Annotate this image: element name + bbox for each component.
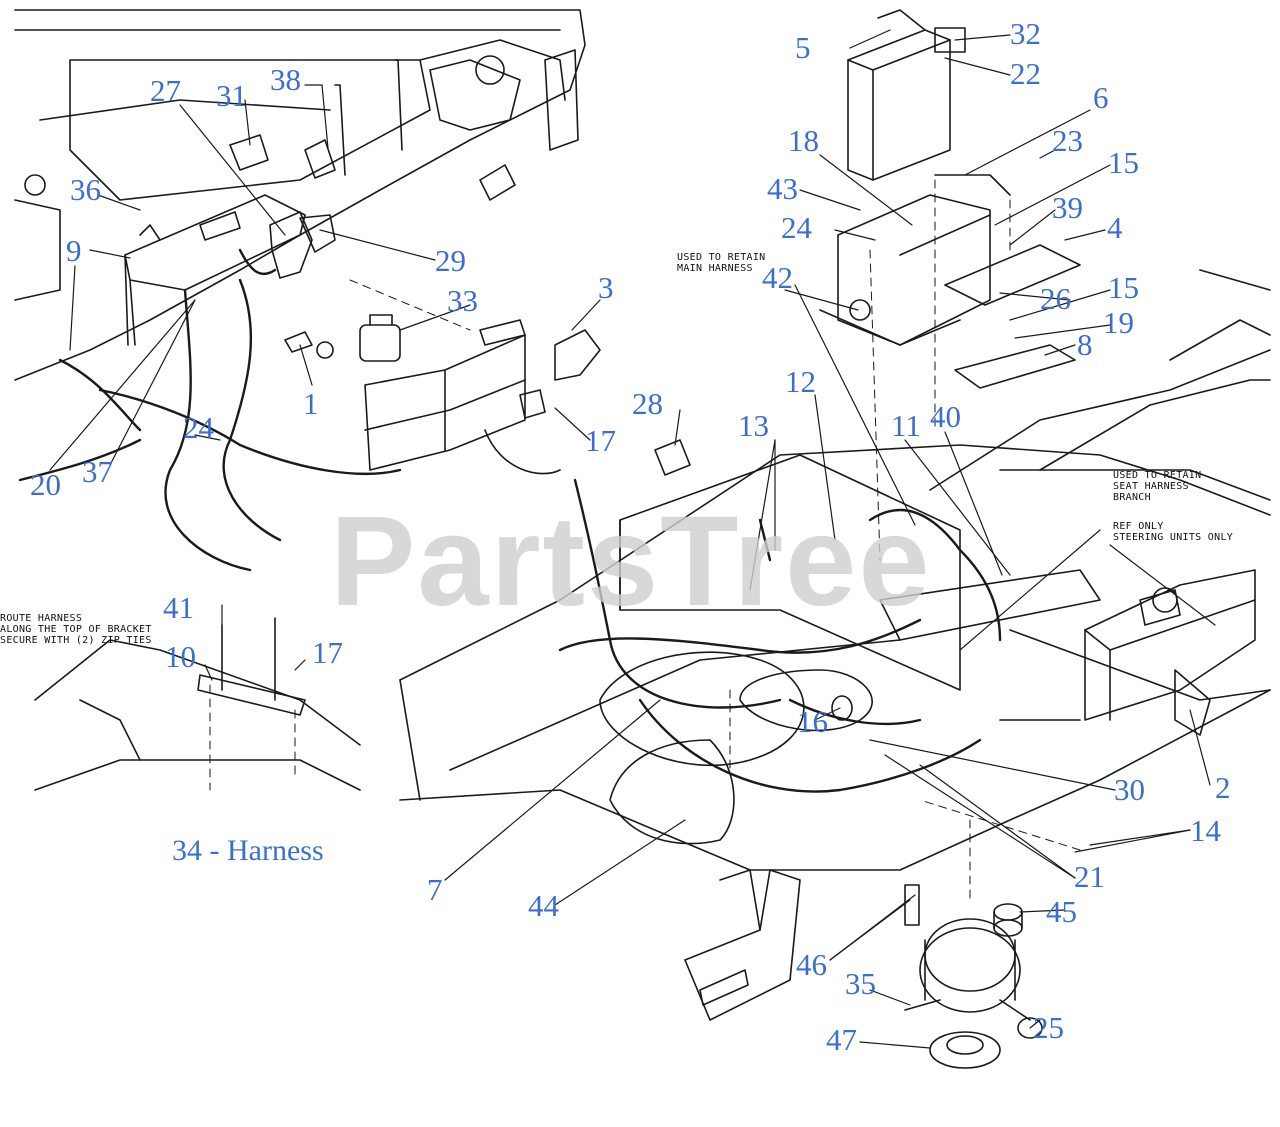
callout-11[interactable]: 11: [891, 408, 921, 443]
alternator-assembly: [904, 884, 1043, 1069]
callout-43[interactable]: 43: [767, 171, 798, 206]
callout-22[interactable]: 22: [1010, 56, 1041, 91]
ignition-switch-components: [284, 314, 401, 362]
callout-15-lower[interactable]: 15: [1108, 270, 1139, 305]
callout-30[interactable]: 30: [1114, 772, 1145, 807]
callout-18[interactable]: 18: [788, 123, 819, 158]
callout-9[interactable]: 9: [66, 233, 82, 268]
watermark: PartsTree: [330, 490, 932, 633]
callout-46[interactable]: 46: [796, 947, 827, 982]
callout-47[interactable]: 47: [826, 1022, 857, 1057]
callout-24-harness[interactable]: 24: [183, 410, 214, 445]
callout-16[interactable]: 16: [797, 704, 828, 739]
callout-7[interactable]: 7: [427, 872, 443, 907]
leader-lines: [49, 29, 1216, 1049]
callout-37[interactable]: 37: [82, 454, 113, 489]
callout-25[interactable]: 25: [1033, 1010, 1064, 1045]
callout-6[interactable]: 6: [1093, 80, 1109, 115]
upper-left-frame: [14, 9, 586, 381]
callout-3[interactable]: 3: [598, 270, 614, 305]
harness-caption: 34 - Harness: [172, 834, 324, 867]
note-route-harness: ROUTE HARNESS ALONG THE TOP OF BRACKET S…: [0, 613, 152, 646]
callout-31[interactable]: 31: [216, 78, 247, 113]
upper-left-bracket: [124, 59, 403, 346]
callout-24-tray[interactable]: 24: [781, 210, 812, 245]
callout-39[interactable]: 39: [1052, 190, 1083, 225]
callout-36[interactable]: 36: [70, 172, 101, 207]
main-harness-wires: [558, 478, 1002, 793]
callout-14[interactable]: 14: [1190, 813, 1221, 848]
callout-28[interactable]: 28: [632, 386, 663, 421]
callout-45[interactable]: 45: [1046, 894, 1077, 929]
callout-29[interactable]: 29: [435, 243, 466, 278]
callout-20[interactable]: 20: [30, 467, 61, 502]
assembly-dashed-lines: [209, 179, 1081, 901]
deck-mount-bracket: [684, 869, 801, 1021]
battery: [847, 9, 966, 181]
callout-21[interactable]: 21: [1074, 859, 1105, 894]
main-frame: [399, 269, 1271, 871]
callout-15-upper[interactable]: 15: [1108, 145, 1139, 180]
callout-8[interactable]: 8: [1077, 327, 1093, 362]
dash-console: [364, 319, 601, 475]
callout-35[interactable]: 35: [845, 966, 876, 1001]
battery-tray: [819, 174, 1081, 389]
callout-13[interactable]: 13: [738, 408, 769, 443]
callout-10[interactable]: 10: [165, 639, 196, 674]
note-seat-harness: USED TO RETAIN SEAT HARNESS BRANCH: [1113, 470, 1202, 503]
callout-17-console[interactable]: 17: [585, 423, 616, 458]
callout-23[interactable]: 23: [1052, 123, 1083, 158]
note-main-harness: USED TO RETAIN MAIN HARNESS: [677, 252, 766, 274]
callout-38[interactable]: 38: [270, 62, 301, 97]
callout-26[interactable]: 26: [1040, 281, 1071, 316]
callout-32[interactable]: 32: [1010, 16, 1041, 51]
callout-33[interactable]: 33: [447, 283, 478, 318]
upper-left-harness-wires: [18, 248, 402, 572]
callout-4[interactable]: 4: [1107, 210, 1123, 245]
callout-17-inset[interactable]: 17: [312, 635, 343, 670]
callout-41[interactable]: 41: [163, 590, 194, 625]
callout-42[interactable]: 42: [762, 260, 793, 295]
callout-27[interactable]: 27: [150, 73, 181, 108]
steering-console: [1084, 569, 1256, 736]
callout-2[interactable]: 2: [1215, 770, 1231, 805]
callout-19[interactable]: 19: [1103, 305, 1134, 340]
relay-and-loose-parts: [654, 439, 853, 721]
callout-44[interactable]: 44: [528, 888, 559, 923]
callout-5[interactable]: 5: [795, 30, 811, 65]
callout-12[interactable]: 12: [785, 364, 816, 399]
callout-40[interactable]: 40: [930, 399, 961, 434]
callout-1[interactable]: 1: [303, 386, 319, 421]
note-ref-only: REF ONLY STEERING UNITS ONLY: [1113, 521, 1234, 543]
